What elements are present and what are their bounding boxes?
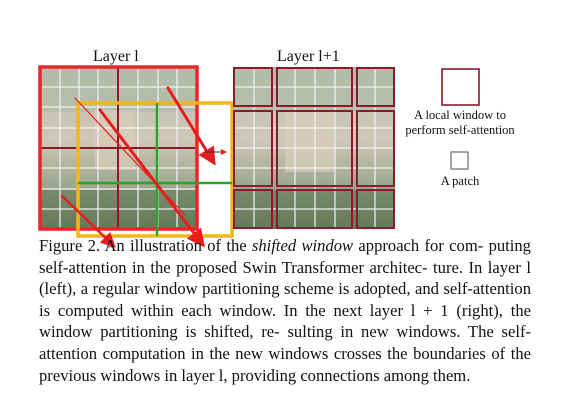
legend-window-icon: [441, 68, 480, 106]
legend-window-label: A local window to perform self-attention: [405, 108, 515, 137]
arrow-bottom-left: [60, 194, 116, 248]
connection-arrows: [60, 86, 227, 248]
layer-l-label: Layer l: [93, 48, 139, 65]
caption-lead: Figure 2. An illustration of the: [39, 236, 247, 255]
arrow-top-right: [166, 86, 216, 166]
layer-l-window-grid: [40, 67, 197, 229]
caption-body: puting self-attention in the proposed Sw…: [39, 236, 531, 385]
caption-line1-rest: approach for com-: [358, 236, 484, 255]
layer-l1-patch-grid: [233, 67, 395, 229]
layer-l-highlight-border: [38, 65, 199, 231]
arrow-diagonal: [98, 108, 205, 248]
shifted-window-yellow-border: [76, 101, 234, 238]
arrow-thin: [74, 97, 186, 216]
layer-l1-label: Layer l+1: [277, 48, 340, 65]
legend-patch-icon: [450, 151, 469, 170]
layer-l1-windows: [233, 67, 395, 229]
layer-l1-image: [233, 67, 395, 229]
figure-caption: Figure 2. An illustration of the shifted…: [39, 235, 531, 386]
legend-patch-label: A patch: [440, 174, 480, 188]
caption-emphasis: shifted window: [251, 236, 354, 255]
